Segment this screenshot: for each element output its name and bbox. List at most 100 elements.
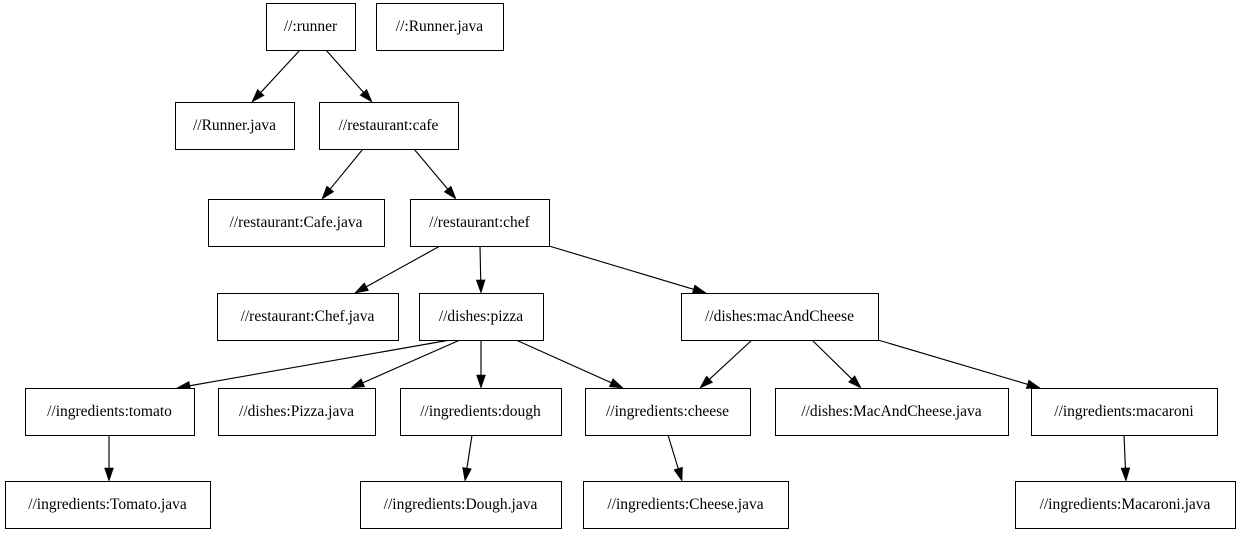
graph-node-tomato-java[interactable]: //ingredients:Tomato.java <box>5 481 211 529</box>
graph-node-dough-java[interactable]: //ingredients:Dough.java <box>360 481 562 529</box>
edge-ing-cheese-to-cheese-java <box>667 434 683 482</box>
graph-node-dishes-pizza[interactable]: //dishes:pizza <box>419 293 544 341</box>
arrowhead-icon <box>321 185 335 200</box>
graph-node-runner[interactable]: //:runner <box>266 3 356 51</box>
edge-restaurant-chef-to-dishes-pizza <box>475 245 486 294</box>
edge-restaurant-cafe-to-cafe-java <box>321 148 364 200</box>
node-label: //ingredients:macaroni <box>1054 403 1194 420</box>
edge-line <box>189 339 451 387</box>
edge-line <box>709 339 753 380</box>
node-label: //dishes:pizza <box>439 308 523 325</box>
arrowhead-icon <box>462 467 472 482</box>
node-box <box>208 199 385 247</box>
edge-runner-to-runner-java <box>251 49 301 103</box>
edge-dishes-pizza-to-ing-tomato <box>176 339 451 391</box>
graph-node-ing-macaroni[interactable]: //ingredients:macaroni <box>1031 388 1218 436</box>
graph-node-mac-java[interactable]: //dishes:MacAndCheese.java <box>775 388 1009 436</box>
edge-line <box>260 49 301 93</box>
node-label: //dishes:Pizza.java <box>239 403 354 420</box>
graph-node-restaurant-cafe[interactable]: //restaurant:cafe <box>319 102 459 150</box>
node-box <box>5 481 211 529</box>
node-box <box>25 388 195 436</box>
edge-runner-to-restaurant-cafe <box>325 49 373 103</box>
arrowhead-icon <box>104 467 114 482</box>
node-box <box>218 388 376 436</box>
edge-line <box>325 49 364 93</box>
edge-dishes-mac-to-ing-macaroni <box>877 339 1041 389</box>
edge-line <box>413 148 449 190</box>
node-box <box>360 481 562 529</box>
arrowhead-icon <box>848 375 862 389</box>
node-box <box>419 293 544 341</box>
nodes-layer: //:runner //:Runner.java //Runner.java //re… <box>5 3 1236 529</box>
graph-node-chef-java[interactable]: //restaurant:Chef.java <box>217 293 399 341</box>
graph-node-restaurant-chef[interactable]: //restaurant:chef <box>410 199 550 247</box>
node-label: //dishes:macAndCheese <box>705 308 854 325</box>
node-label: //:runner <box>284 18 338 35</box>
graph-node-cheese-java[interactable]: //ingredients:Cheese.java <box>583 481 789 529</box>
arrowhead-icon <box>673 466 683 482</box>
node-box <box>319 102 459 150</box>
edge-dishes-pizza-to-ing-dough <box>476 340 486 389</box>
edge-line <box>877 339 1028 385</box>
arrowhead-icon <box>608 378 624 389</box>
graph-node-runner-java[interactable]: //Runner.java <box>175 102 295 150</box>
arrowhead-icon <box>350 378 366 389</box>
edge-ing-macaroni-to-macaroni-java <box>1120 434 1131 482</box>
graph-node-runner-java-root[interactable]: //:Runner.java <box>376 3 504 51</box>
node-label: //ingredients:Macaroni.java <box>1040 496 1211 513</box>
edge-line <box>811 339 853 380</box>
arrowhead-icon <box>251 88 265 103</box>
node-box <box>217 293 399 341</box>
node-box <box>583 481 789 529</box>
node-box <box>400 388 562 436</box>
node-box <box>775 388 1009 436</box>
edge-dishes-pizza-to-ing-cheese <box>515 339 624 389</box>
arrowhead-icon <box>354 282 369 294</box>
edge-line <box>362 339 461 384</box>
edge-line <box>515 339 612 384</box>
arrowhead-icon <box>1120 467 1131 482</box>
node-label: //ingredients:cheese <box>606 403 729 420</box>
arrowhead-icon <box>443 185 457 200</box>
edge-line <box>366 245 441 288</box>
graph-node-cafe-java[interactable]: //restaurant:Cafe.java <box>208 199 385 247</box>
node-box <box>1015 481 1236 529</box>
node-label: //ingredients:tomato <box>47 403 172 420</box>
edges-layer <box>104 49 1131 482</box>
node-label: //restaurant:Chef.java <box>241 308 375 325</box>
arrowhead-icon <box>475 279 486 294</box>
graph-node-pizza-java[interactable]: //dishes:Pizza.java <box>218 388 376 436</box>
graph-node-ing-tomato[interactable]: //ingredients:tomato <box>25 388 195 436</box>
edge-line <box>479 245 482 281</box>
node-label: //restaurant:chef <box>429 214 531 231</box>
node-box <box>410 199 550 247</box>
edge-line <box>329 148 364 190</box>
graph-node-ing-dough[interactable]: //ingredients:dough <box>400 388 562 436</box>
graph-node-macaroni-java[interactable]: //ingredients:Macaroni.java <box>1015 481 1236 529</box>
node-label: //:Runner.java <box>396 18 484 35</box>
node-label: //ingredients:dough <box>420 403 541 420</box>
arrowhead-icon <box>691 284 707 294</box>
edge-restaurant-cafe-to-restaurant-chef <box>413 148 457 200</box>
node-box <box>266 3 356 51</box>
edge-line <box>1123 434 1127 469</box>
graph-node-ing-cheese[interactable]: //ingredients:cheese <box>585 388 751 436</box>
edge-line <box>548 245 694 290</box>
arrowhead-icon <box>1025 379 1041 389</box>
edge-dishes-pizza-to-pizza-java <box>350 339 461 389</box>
graph-node-dishes-mac[interactable]: //dishes:macAndCheese <box>681 293 879 341</box>
node-box <box>175 102 295 150</box>
node-label: //restaurant:cafe <box>339 117 439 134</box>
edge-restaurant-chef-to-chef-java <box>354 245 441 294</box>
arrowhead-icon <box>476 374 486 389</box>
node-label: //ingredients:Dough.java <box>384 496 538 513</box>
node-label: //dishes:MacAndCheese.java <box>801 403 981 420</box>
node-box <box>585 388 751 436</box>
node-box <box>681 293 879 341</box>
node-label: //ingredients:Cheese.java <box>607 496 763 513</box>
edge-dishes-mac-to-mac-java <box>811 339 862 389</box>
node-label: //ingredients:Tomato.java <box>28 496 187 513</box>
